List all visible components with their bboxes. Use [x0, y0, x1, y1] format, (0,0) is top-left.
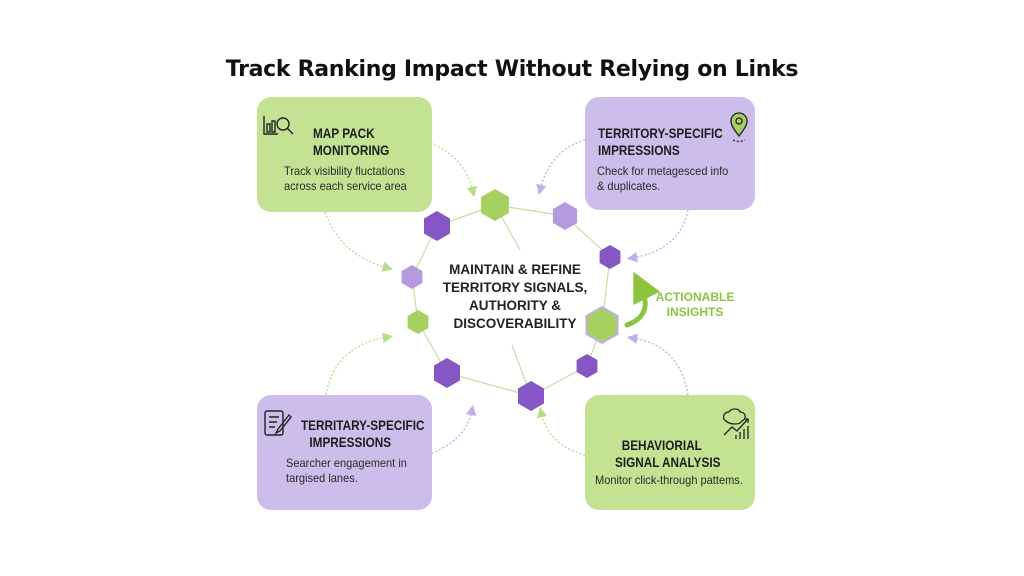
network-link — [446, 372, 532, 397]
arrow-br-up — [626, 333, 689, 396]
hexagon-node — [552, 202, 578, 230]
arrow-tl-down — [324, 211, 394, 272]
card-heading-line: BEHAVIORIAL — [621, 437, 702, 453]
arrow-tl-to-center — [426, 141, 477, 198]
arrow-tr-down — [626, 209, 689, 263]
card-heading-line: MAP PACK — [313, 125, 375, 141]
card-heading-line: TERRITORY-SPECIFIC — [598, 125, 723, 141]
center-line: AUTHORITY & — [468, 298, 561, 313]
document-pen-icon — [264, 410, 292, 436]
card-desc-line: Check for metagesced info — [597, 164, 729, 178]
arrow-tr-to-center — [536, 139, 586, 196]
center-line: TERRITORY SIGNALS, — [442, 280, 588, 295]
hexagon-node — [407, 310, 429, 334]
center-line: DISCOVERABILITY — [453, 316, 577, 331]
hexagon-node — [401, 265, 423, 289]
card-heading-line: IMPRESSIONS — [598, 142, 680, 158]
center-statement: MAINTAIN & REFINE TERRITORY SIGNALS, AUT… — [420, 261, 610, 333]
page-title: Track Ranking Impact Without Relying on … — [225, 57, 799, 82]
arrow-bl-to-center — [427, 404, 477, 456]
card-territary-specific-impressions: TERRITARY-SPECIFIC IMPRESSIONS Searcher … — [257, 395, 432, 510]
location-pin-icon — [730, 112, 748, 143]
hexagon-node — [576, 354, 598, 378]
card-heading-line: SIGNAL ANALYSIS — [615, 454, 721, 470]
card-territory-specific-impressions: TERRITORY-SPECIFIC IMPRESSIONS Check for… — [585, 97, 755, 210]
card-desc-line: Searcher engagement in — [286, 456, 407, 470]
actionable-insights-label: ACTIONABLE INSIGHTS — [652, 290, 738, 320]
card-desc-line: & duplicates. — [597, 179, 661, 193]
hexagon-node — [481, 189, 509, 221]
insight-line: INSIGHTS — [666, 305, 724, 319]
card-desc-line: Track visibility fluctations — [284, 164, 406, 178]
hexagon-node — [599, 245, 621, 269]
card-heading-line: IMPRESSIONS — [309, 434, 392, 450]
insight-line: ACTIONABLE — [655, 290, 735, 304]
hexagon-node — [434, 358, 460, 388]
brain-chart-icon — [722, 408, 749, 439]
arrow-bl-up — [325, 332, 394, 396]
card-behavioral-signal-analysis: BEHAVIORIAL SIGNAL ANALYSIS Monitor clic… — [585, 395, 755, 510]
arrow-br-to-center — [536, 406, 586, 456]
card-map-pack-monitoring: MAP PACK MONITORING Track visibility flu… — [257, 97, 432, 212]
card-desc-line: across each service area — [284, 179, 407, 193]
card-desc-line: Monitor click-through pattems. — [595, 473, 743, 487]
card-heading-line: MONITORING — [313, 142, 390, 158]
hexagon-node — [424, 211, 450, 241]
hexagon-node — [585, 305, 619, 345]
chart-magnifier-icon — [263, 116, 294, 135]
hexagon-node — [518, 381, 544, 411]
center-line: MAINTAIN & REFINE — [449, 262, 581, 277]
card-heading-line: TERRITARY-SPECIFIC — [301, 417, 425, 433]
card-desc-line: targised lanes. — [286, 471, 358, 485]
actionable-curved-arrow — [624, 271, 661, 328]
